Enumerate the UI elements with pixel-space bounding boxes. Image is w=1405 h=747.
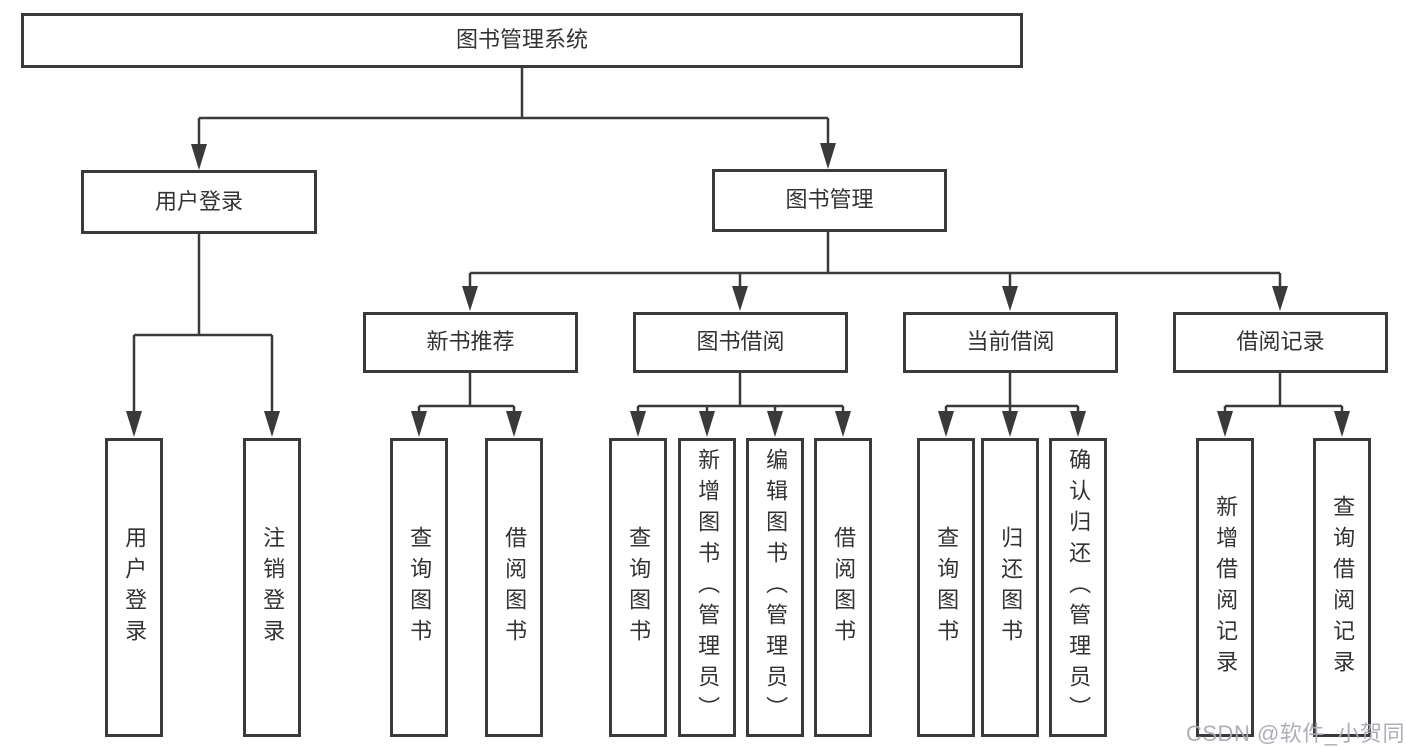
- leaf-query-books-current: 查询图书: [917, 438, 975, 737]
- leaf-borrow-books-recommend: 借阅图书: [485, 438, 543, 737]
- node-borrowing-records: 借阅记录: [1173, 312, 1388, 373]
- leaf-add-books-admin: 新增图书（管理员）: [678, 438, 736, 737]
- node-new-book-recommendation: 新书推荐: [363, 312, 578, 373]
- leaf-label: 查询图书: [934, 525, 960, 650]
- leaf-confirm-return-admin: 确认归还（管理员）: [1049, 438, 1107, 737]
- leaf-return-books: 归还图书: [981, 438, 1039, 737]
- leaf-query-books-borrow: 查询图书: [609, 438, 667, 737]
- leaf-query-borrow-record: 查询借阅记录: [1313, 438, 1371, 737]
- node-book-management: 图书管理: [712, 169, 947, 232]
- leaf-label: 查询图书: [407, 525, 433, 650]
- leaf-label: 归还图书: [998, 525, 1024, 650]
- connector-stems: [132, 68, 1344, 413]
- node-library-management-system: 图书管理系统: [21, 13, 1023, 68]
- leaf-borrow-books: 借阅图书: [814, 438, 872, 737]
- node-book-borrowing: 图书借阅: [633, 312, 848, 373]
- node-current-borrowing: 当前借阅: [903, 312, 1118, 373]
- csdn-watermark: CSDN @软件_小贺同学: [1186, 721, 1405, 746]
- leaf-edit-books-admin: 编辑图书（管理员）: [746, 438, 804, 737]
- leaf-label: 新增图书（管理员）: [695, 448, 721, 727]
- leaf-label: 查询图书: [626, 525, 652, 650]
- leaf-query-books-recommend: 查询图书: [390, 438, 448, 737]
- node-user-login: 用户登录: [81, 170, 317, 234]
- leaf-logout: 注销登录: [243, 438, 301, 737]
- leaf-label: 确认归还（管理员）: [1066, 448, 1092, 727]
- leaf-label: 借阅图书: [831, 525, 857, 650]
- leaf-label: 注销登录: [260, 525, 286, 650]
- leaf-label: 新增借阅记录: [1213, 494, 1239, 681]
- leaf-label: 借阅图书: [502, 525, 528, 650]
- leaf-label: 编辑图书（管理员）: [763, 448, 789, 727]
- leaf-label: 查询借阅记录: [1330, 494, 1356, 681]
- leaf-add-borrow-record: 新增借阅记录: [1196, 438, 1254, 737]
- leaf-label: 用户登录: [122, 525, 148, 650]
- arrowhead-icons: [126, 143, 1350, 437]
- leaf-user-login: 用户登录: [105, 438, 163, 737]
